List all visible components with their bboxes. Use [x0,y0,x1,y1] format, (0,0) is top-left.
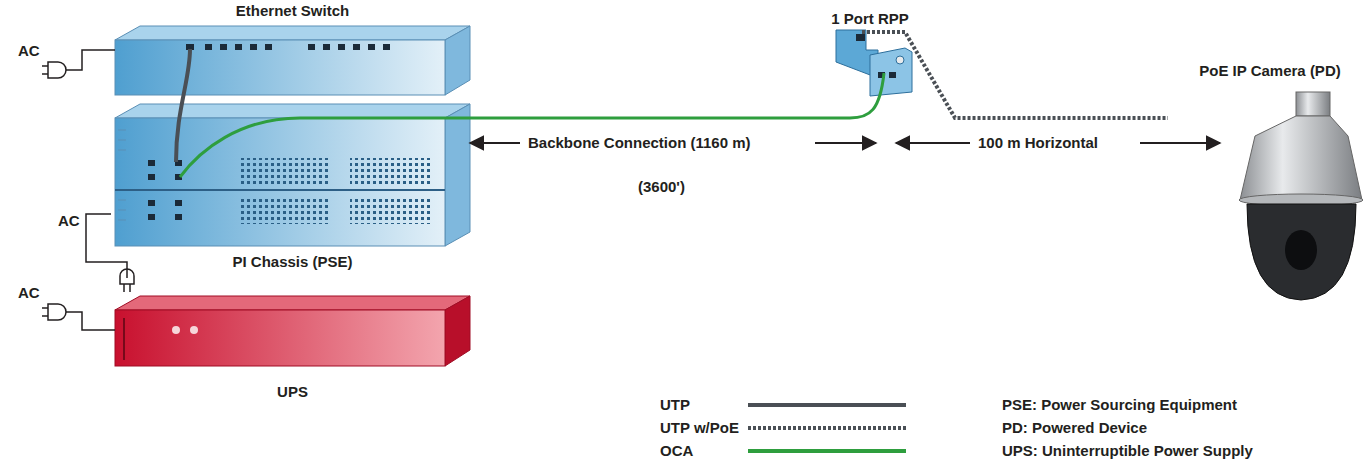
device-label: PI Chassis (PSE) [111,253,474,270]
legend-text: OCA [660,442,693,459]
switch-device [115,26,470,95]
device-label: UPS [111,383,474,400]
oca-cable [180,73,884,177]
power-cord [86,214,127,278]
ups-device [115,296,470,366]
device-label: PoE IP Camera (PD) [1168,62,1370,79]
abbreviation-note: UPS: Uninterruptible Power Supply [1000,442,1255,459]
ac-plug [42,50,134,330]
chassis-node: PI Chassis (PSE) [111,100,474,272]
ups-node: UPS [111,276,474,406]
camera-node: PoE IP Camera (PD) [1168,62,1370,306]
utp-cable [176,49,190,162]
ac-label: AC [16,284,42,301]
legend-text: UTP [660,396,690,413]
abbreviation-note: PSE: Power Sourcing Equipment [1000,396,1239,413]
ac-label: AC [56,212,82,229]
chassis-device [115,104,470,246]
abbreviation-note: PD: Powered Device [1000,419,1149,436]
switch-node: Ethernet Switch [111,0,474,96]
legend-text: UTP w/PoE [660,419,739,436]
camera-device [1239,92,1363,300]
rpp-device [836,30,912,96]
rpp-node: 1 Port RPP [806,4,934,100]
device-label: 1 Port RPP [806,10,934,27]
device-label: Ethernet Switch [111,2,474,19]
ac-label: AC [16,42,42,59]
poe-cable [862,32,1168,118]
dimension-label: 100 m Horizontal [976,134,1100,151]
dimension-label: (3600') [636,178,687,195]
legend-sample [748,405,906,451]
dimension-label: Backbone Connection (1160 m) [526,134,753,151]
